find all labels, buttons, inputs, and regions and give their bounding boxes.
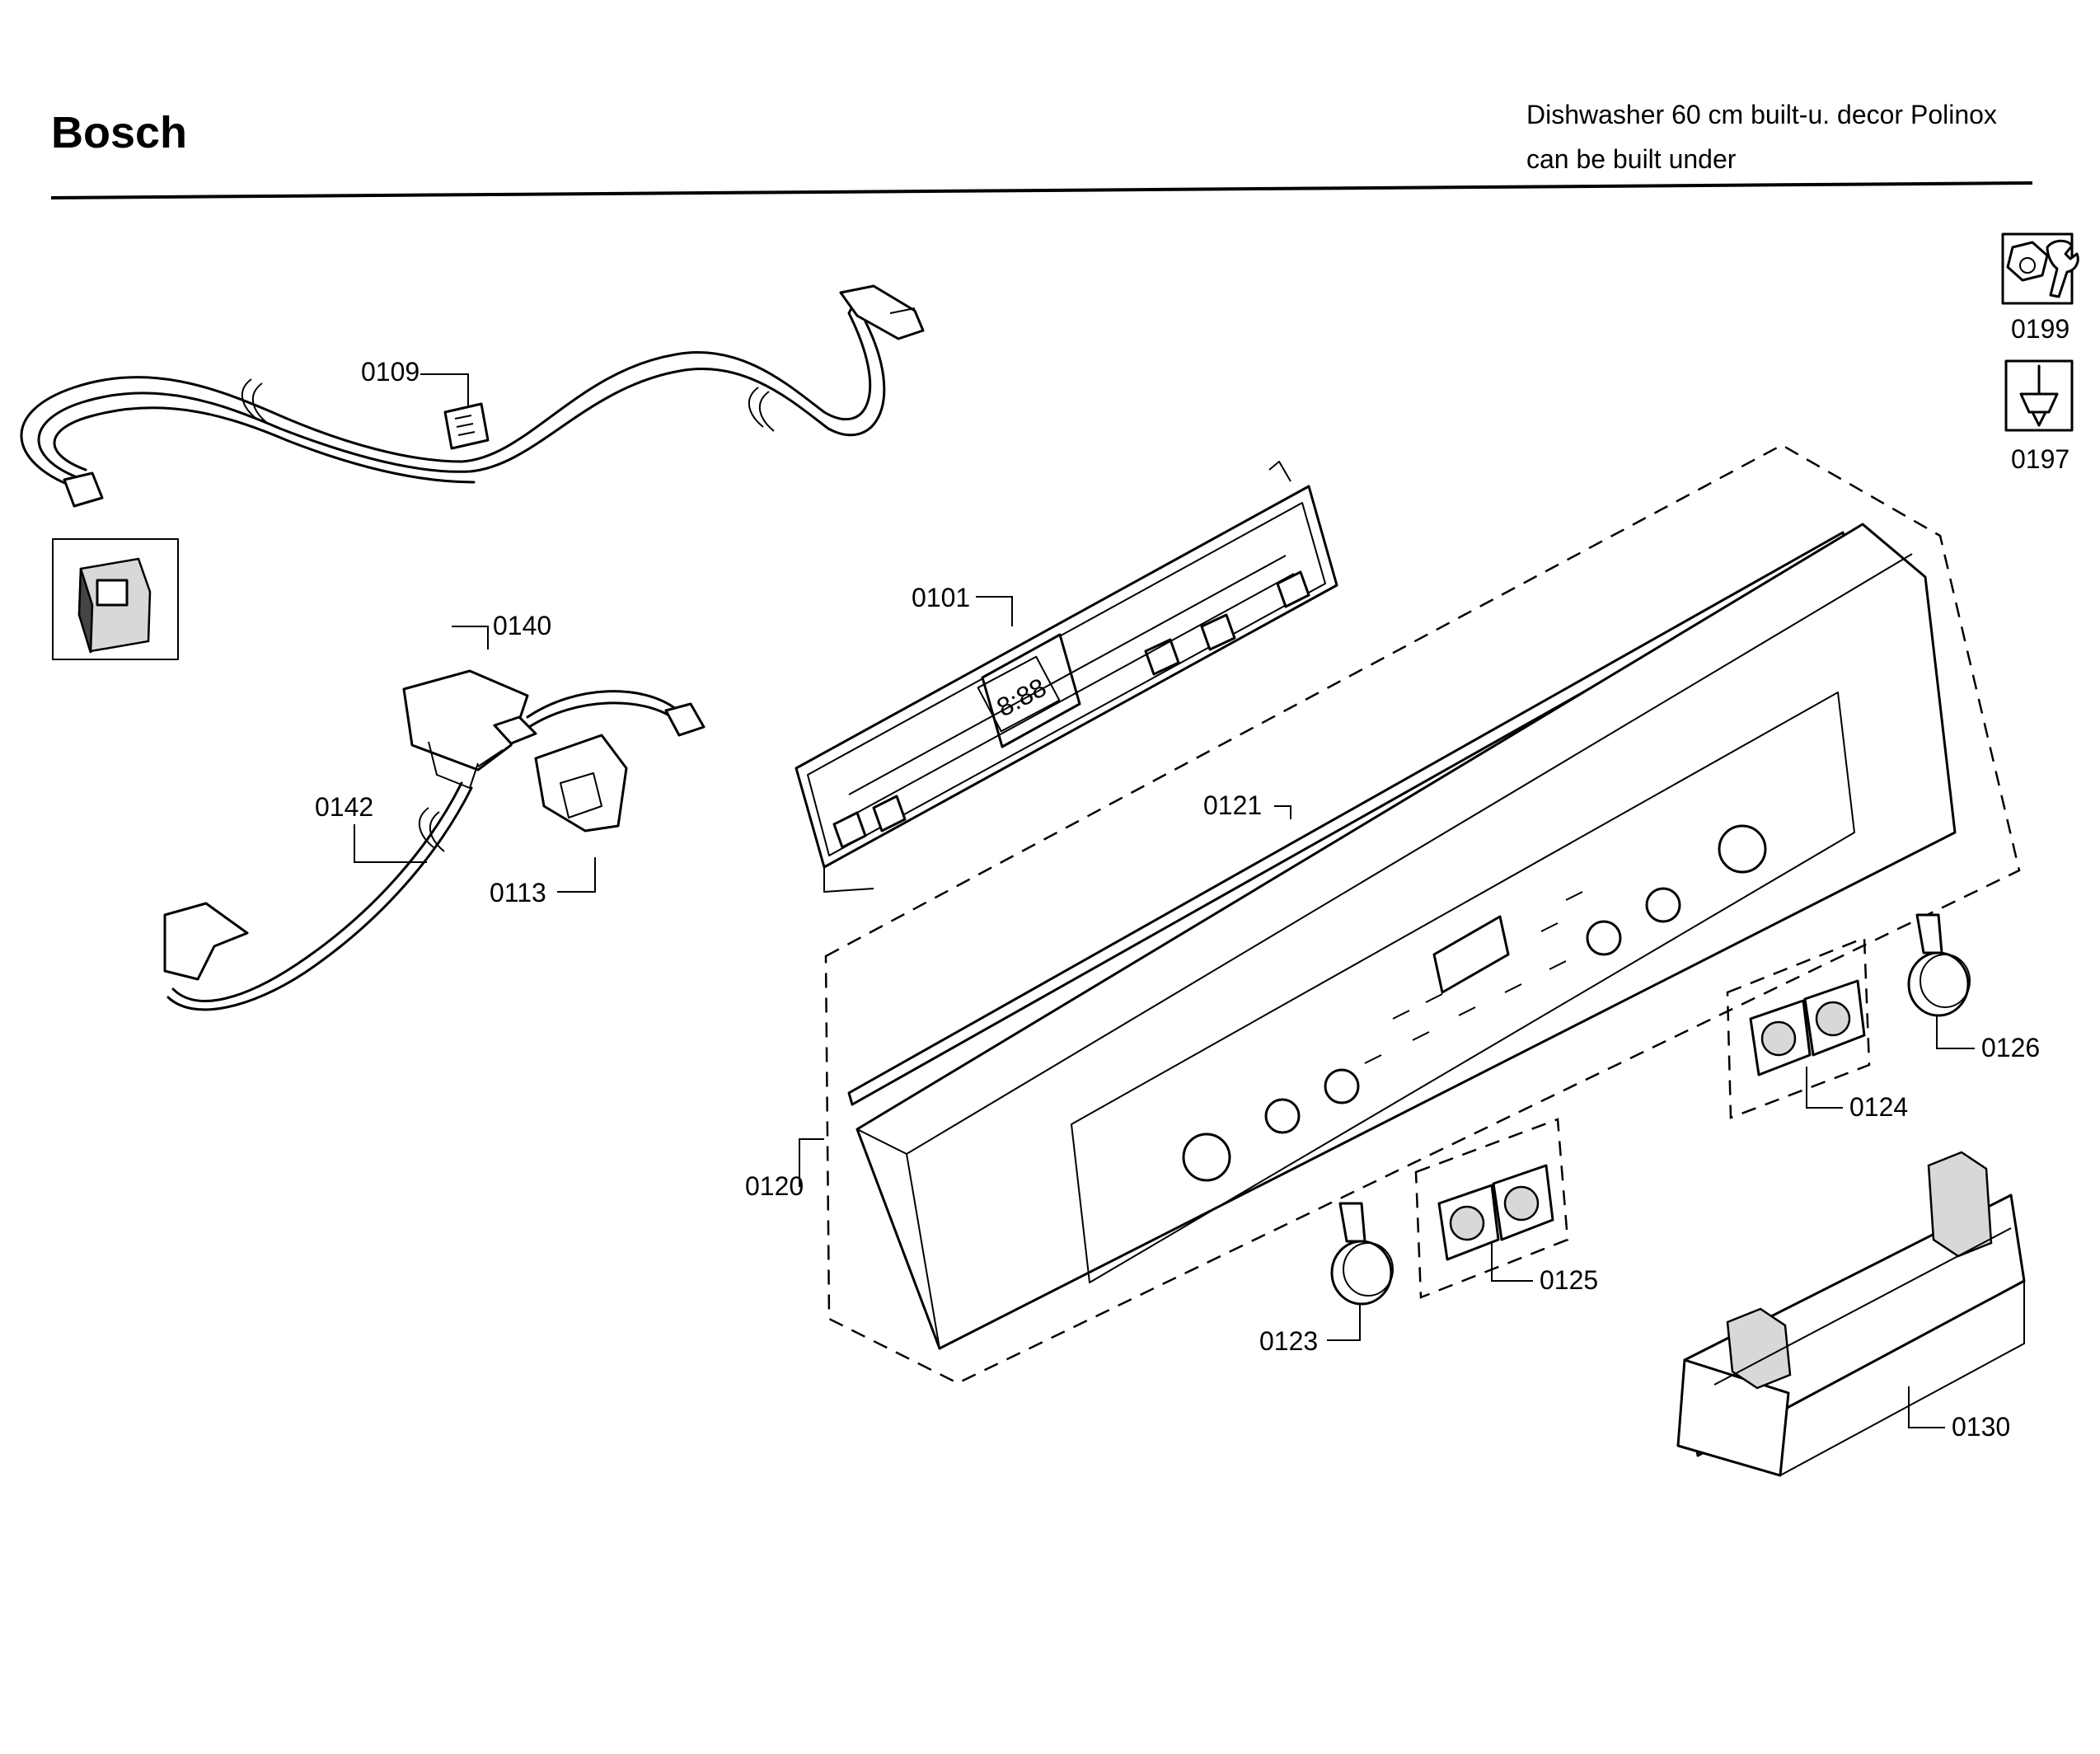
callout-0197: 0197 <box>2011 444 2070 474</box>
callout-0113: 0113 <box>490 878 546 907</box>
callout-0123: 0123 <box>1259 1326 1318 1356</box>
leader-0121 <box>1274 805 1291 819</box>
leader-0113 <box>557 857 596 893</box>
screwdriver-icon <box>2004 359 2074 432</box>
button-pair-0125 <box>1437 1164 1554 1261</box>
diagram-subtitle: Dishwasher 60 cm built-u. decor Polinox … <box>1526 92 1997 181</box>
sensor-assembly <box>163 669 705 1011</box>
subtitle-line-1: Dishwasher 60 cm built-u. decor Polinox <box>1526 100 1997 129</box>
knob-0123 <box>1330 1202 1394 1306</box>
callout-0101: 0101 <box>912 583 970 612</box>
brand-title: Bosch <box>51 108 188 157</box>
fascia-panel-0120 <box>855 523 1957 1350</box>
group-outline-0120 <box>824 443 2021 1385</box>
leader-0130 <box>1908 1386 1945 1428</box>
leader-0123 <box>1327 1304 1361 1341</box>
callout-0199: 0199 <box>2011 314 2070 344</box>
button-pair-0124 <box>1749 979 1866 1076</box>
callout-0124: 0124 <box>1849 1092 1908 1122</box>
callout-0130: 0130 <box>1952 1412 2010 1442</box>
electronic-module-inset <box>52 538 179 660</box>
callout-0125: 0125 <box>1540 1265 1598 1295</box>
callout-0126: 0126 <box>1981 1033 2040 1062</box>
control-board-0101: 8:88 <box>795 461 1338 893</box>
leader-0124 <box>1806 1067 1843 1109</box>
header-rule <box>50 181 2033 199</box>
wiring-harness-0109 <box>20 284 925 508</box>
group-outline-0125 <box>1414 1118 1569 1299</box>
knob-0126 <box>1907 913 1971 1017</box>
callout-0121: 0121 <box>1203 790 1262 820</box>
leader-0101 <box>976 596 1013 626</box>
bracket-0130 <box>1676 1151 2026 1477</box>
subtitle-line-2: can be built under <box>1526 144 1737 174</box>
callout-0109: 0109 <box>361 357 420 387</box>
leader-0126 <box>1936 1015 1975 1049</box>
leader-0142 <box>354 824 427 863</box>
leader-0125 <box>1491 1241 1533 1282</box>
wrench-nut-icon <box>2001 232 2079 305</box>
group-outline-0124 <box>1726 936 1871 1119</box>
callout-0142: 0142 <box>315 792 373 822</box>
leader-0140 <box>452 626 489 650</box>
leader-0120 <box>799 1138 824 1187</box>
callout-0140: 0140 <box>493 611 551 640</box>
callout-0120: 0120 <box>745 1171 804 1201</box>
leader-0109 <box>420 373 469 406</box>
